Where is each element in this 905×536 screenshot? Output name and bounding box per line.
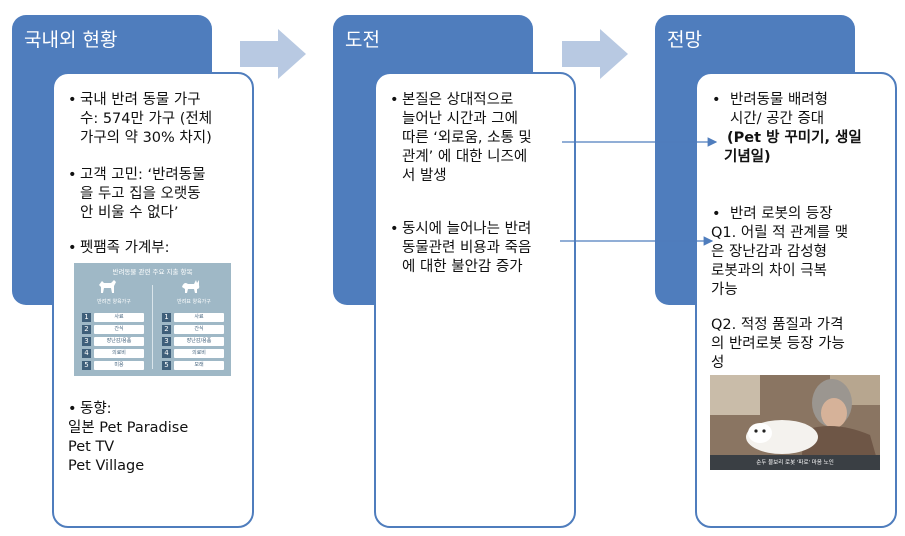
bullet-dot: • <box>68 92 77 108</box>
infographic-item-left: 의료비 <box>94 349 144 358</box>
outlook-text-pet-space: 반려동물 배려형 시간/ 공간 증대 (Pet 방 꾸미기, 생일 기념일) <box>724 92 862 165</box>
infographic-rank: 4 <box>82 349 91 358</box>
right-chevron-arrow-icon <box>240 29 306 79</box>
header-title-challenge: 도전 <box>345 29 380 51</box>
infographic-rank: 5 <box>82 361 91 370</box>
infographic-left-label: 반려견 양육가구 <box>97 299 131 305</box>
robot-photo-image: 순두 물보리 로봇 '파로' 마음 노인 <box>710 375 880 470</box>
status-text-customer-concern: 고객 고민: ‘반려동물 을 두고 집을 오랫동 안 비울 수 없다’ <box>80 167 206 221</box>
cat-silhouette-icon <box>182 280 200 293</box>
infographic-item-right: 간식 <box>174 325 224 334</box>
infographic-item-right: 모래 <box>174 361 224 370</box>
outlook-text-q1: Q1. 어릴 적 관계를 맺 은 장난감과 감성형 로봇과의 차이 극복 가능 <box>711 225 849 298</box>
content-card-challenge <box>374 72 576 528</box>
infographic-rank: 1 <box>82 313 91 322</box>
infographic-item-left: 간식 <box>94 325 144 334</box>
right-chevron-arrow-icon <box>562 29 628 79</box>
infographic-rank: 3 <box>162 337 171 346</box>
dog-silhouette-icon <box>99 280 116 293</box>
status-text-trends: 동향: 일본 Pet Paradise Pet TV Pet Village <box>68 401 189 474</box>
infographic-rank: 4 <box>162 349 171 358</box>
bullet-dot: • <box>712 92 721 108</box>
outlook-text-robot: 반려 로봇의 등장 <box>730 206 833 222</box>
infographic-rank: 1 <box>162 313 171 322</box>
infographic-item-right: 사료 <box>174 313 224 322</box>
infographic-divider <box>152 285 153 369</box>
outlook-text-q2: Q2. 적정 품질과 가격 의 반려로봇 등장 가능 성 <box>711 317 845 371</box>
bullet-dot: • <box>68 401 77 417</box>
challenge-text-cost-anxiety: 동시에 늘어나는 반려 동물관련 비용과 죽음 에 대한 불안감 증가 <box>402 221 532 275</box>
robot-photo-drawing <box>710 375 880 470</box>
challenge-text-loneliness: 본질은 상대적으로 늘어난 시간과 그에 따른 ‘외로움, 소통 및 관계’ 에… <box>402 92 532 184</box>
infographic-item-left: 미용 <box>94 361 144 370</box>
infographic-item-right: 장난감/용품 <box>174 337 224 346</box>
header-title-status: 국내외 현황 <box>24 29 118 51</box>
infographic-right-label: 반려묘 양육가구 <box>177 299 211 305</box>
infographic-title: 반려동물 관련 주요 지출 항목 <box>112 268 193 276</box>
infographic-rank: 5 <box>162 361 171 370</box>
expense-infographic-image: 반려동물 관련 주요 지출 항목 반려견 양육가구 반려묘 양육가구 1 사료 … <box>74 263 231 376</box>
header-title-outlook: 전망 <box>667 29 702 51</box>
status-text-households: 국내 반려 동물 가구 수: 574만 가구 (전체 가구의 약 30% 차지) <box>80 92 213 146</box>
status-text-budget: 펫팸족 가계부: <box>80 240 170 256</box>
bullet-dot: • <box>390 221 399 237</box>
infographic-item-right: 의료비 <box>174 349 224 358</box>
infographic-rank: 2 <box>82 325 91 334</box>
infographic-rank: 2 <box>162 325 171 334</box>
bullet-dot: • <box>68 240 77 256</box>
infographic-rank: 3 <box>82 337 91 346</box>
bullet-dot: • <box>68 167 77 183</box>
infographic-item-left: 사료 <box>94 313 144 322</box>
bullet-dot: • <box>390 92 399 108</box>
robot-photo-caption: 순두 물보리 로봇 '파로' 마음 노인 <box>756 460 834 466</box>
infographic-item-left: 장난감/용품 <box>94 337 144 346</box>
bullet-dot: • <box>712 206 721 222</box>
